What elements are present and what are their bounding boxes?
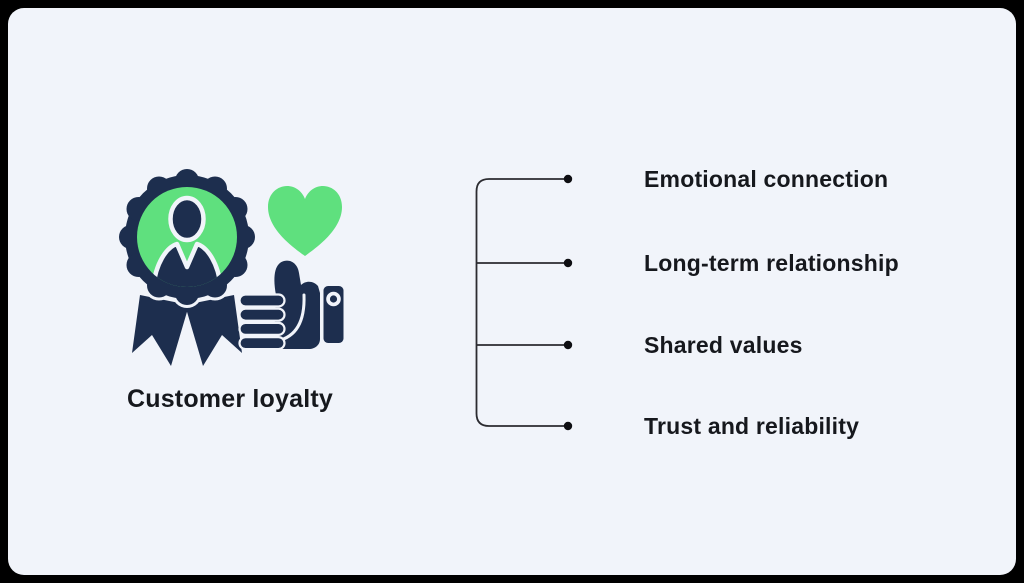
- user-icon: [150, 195, 224, 287]
- branch-label-shared-values: Shared values: [644, 332, 803, 358]
- heart-icon: [268, 186, 342, 256]
- connector-dot: [563, 340, 573, 350]
- ribbon-left-icon: [132, 295, 189, 366]
- branch-label-trust-and-reliability: Trust and reliability: [644, 413, 860, 439]
- customer-loyalty-illustration: [116, 166, 344, 366]
- thumb-and-fist: [274, 260, 320, 349]
- diagram-card: Customer loyalty Emotional connection Lo…: [8, 8, 1016, 575]
- branch-label-long-term-relationship: Long-term relationship: [644, 250, 899, 276]
- fingers: [238, 293, 286, 351]
- thumbs-up-icon: [238, 260, 344, 351]
- ribbon-right-icon: [185, 295, 242, 366]
- connector-dot: [563, 421, 573, 431]
- connector-lines: [475, 178, 568, 427]
- connector-bracket: [475, 174, 573, 431]
- cuff-button-center: [329, 295, 338, 303]
- main-topic-label: Customer loyalty: [126, 385, 334, 413]
- connector-dot: [563, 258, 573, 268]
- branch-label-emotional-connection: Emotional connection: [644, 166, 889, 192]
- connector-dots: [563, 174, 573, 431]
- connector-dot: [563, 174, 573, 184]
